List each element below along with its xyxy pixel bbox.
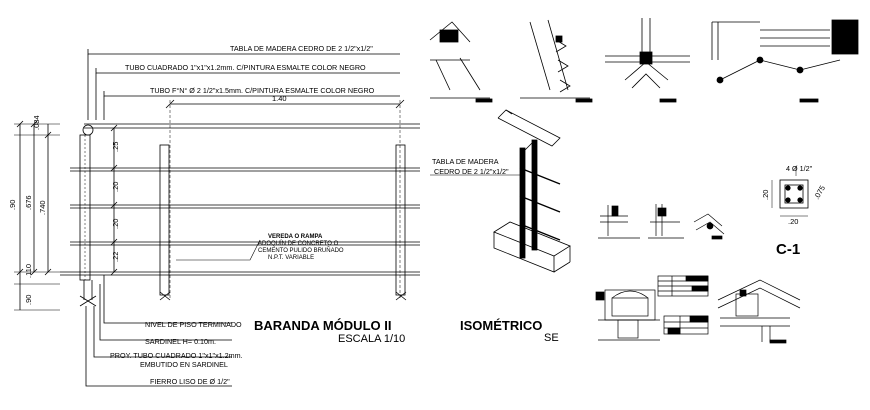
isometric-view xyxy=(430,109,571,273)
note-square-tube: TUBO CUADRADO 1"x1"x1.2mm. C/PINTURA ESM… xyxy=(125,63,366,72)
edge-note-title: VEREDA O RAMPA xyxy=(268,234,323,240)
dim-740: .740 xyxy=(38,200,47,215)
iso-wood-label-1: TABLA DE MADERA xyxy=(432,157,499,166)
iso-wood-label-2: CEDRO DE 2 1/2"x1/2" xyxy=(434,167,509,176)
dim-sp2: .20 xyxy=(111,182,120,192)
isometric-subtitle: SE xyxy=(544,332,559,344)
section-c1-labels: 4 Ø 1/2" .20 .20 .075 C-1 xyxy=(761,164,827,258)
section-c1 xyxy=(771,166,809,217)
c1-bars: 4 Ø 1/2" xyxy=(786,164,813,173)
note-bar: FIERRO LISO DE Ø 1/2" xyxy=(150,377,230,386)
c1-dim-diag: .075 xyxy=(812,184,827,201)
edge-note-line2: CEMENTO PULIDO BRUÑADO xyxy=(258,247,344,254)
dim-base: .90 xyxy=(24,295,33,305)
detail-2 xyxy=(520,19,593,103)
isometric-title: ISOMÉTRICO xyxy=(460,318,542,333)
dim-sp4: .22 xyxy=(111,252,120,262)
c1-dim-bottom: .20 xyxy=(788,217,798,226)
note-handrail: TABLA DE MADERA CEDRO DE 2 1/2"x1/2" xyxy=(230,44,373,53)
note-floor-level: NIVEL DE PISO TERMINADO xyxy=(145,320,242,329)
dim-676: .676 xyxy=(24,195,33,210)
c1-title: C-1 xyxy=(776,241,800,258)
detail-4 xyxy=(711,19,859,103)
dim-total: .90 xyxy=(8,200,17,210)
detail-thumbnails-mid xyxy=(598,204,725,240)
isometric-labels: TABLA DE MADERA CEDRO DE 2 1/2"x1/2" ISO… xyxy=(432,157,559,344)
dim-span: 1.40 xyxy=(272,94,287,103)
detail-1 xyxy=(429,21,493,103)
railing-elevation xyxy=(14,49,420,387)
detail-thumbnails-top xyxy=(429,18,859,103)
note-embedded-1: PROY. TUBO CUADRADO 1"x1"x1.2mm. xyxy=(110,351,243,360)
edge-note-line3: N.P.T. VARIABLE xyxy=(268,255,314,261)
note-embedded-2: EMBUTIDO EN SARDINEL xyxy=(140,360,228,369)
detail-thumbnails-bottom xyxy=(595,275,801,344)
dim-sp1: .25 xyxy=(111,142,120,152)
elevation-title: BARANDA MÓDULO II xyxy=(254,318,391,333)
elevation-notes: TABLA DE MADERA CEDRO DE 2 1/2"x1/2" TUB… xyxy=(8,44,405,386)
detail-3 xyxy=(605,18,690,103)
note-round-tube: TUBO F°N° Ø 2 1/2"x1.5mm. C/PINTURA ESMA… xyxy=(150,86,375,95)
dim-sp3: .20 xyxy=(111,219,120,229)
c1-dim-side: .20 xyxy=(761,190,770,200)
elevation-scale: ESCALA 1/10 xyxy=(338,333,405,345)
dim-110: .110 xyxy=(24,264,33,278)
dim-post-top: .084 xyxy=(32,115,41,130)
note-curb: SARDINEL H= 0.10m. xyxy=(145,337,216,346)
edge-note-line1: ADOQUÍN DE CONCRETO O xyxy=(258,240,339,247)
